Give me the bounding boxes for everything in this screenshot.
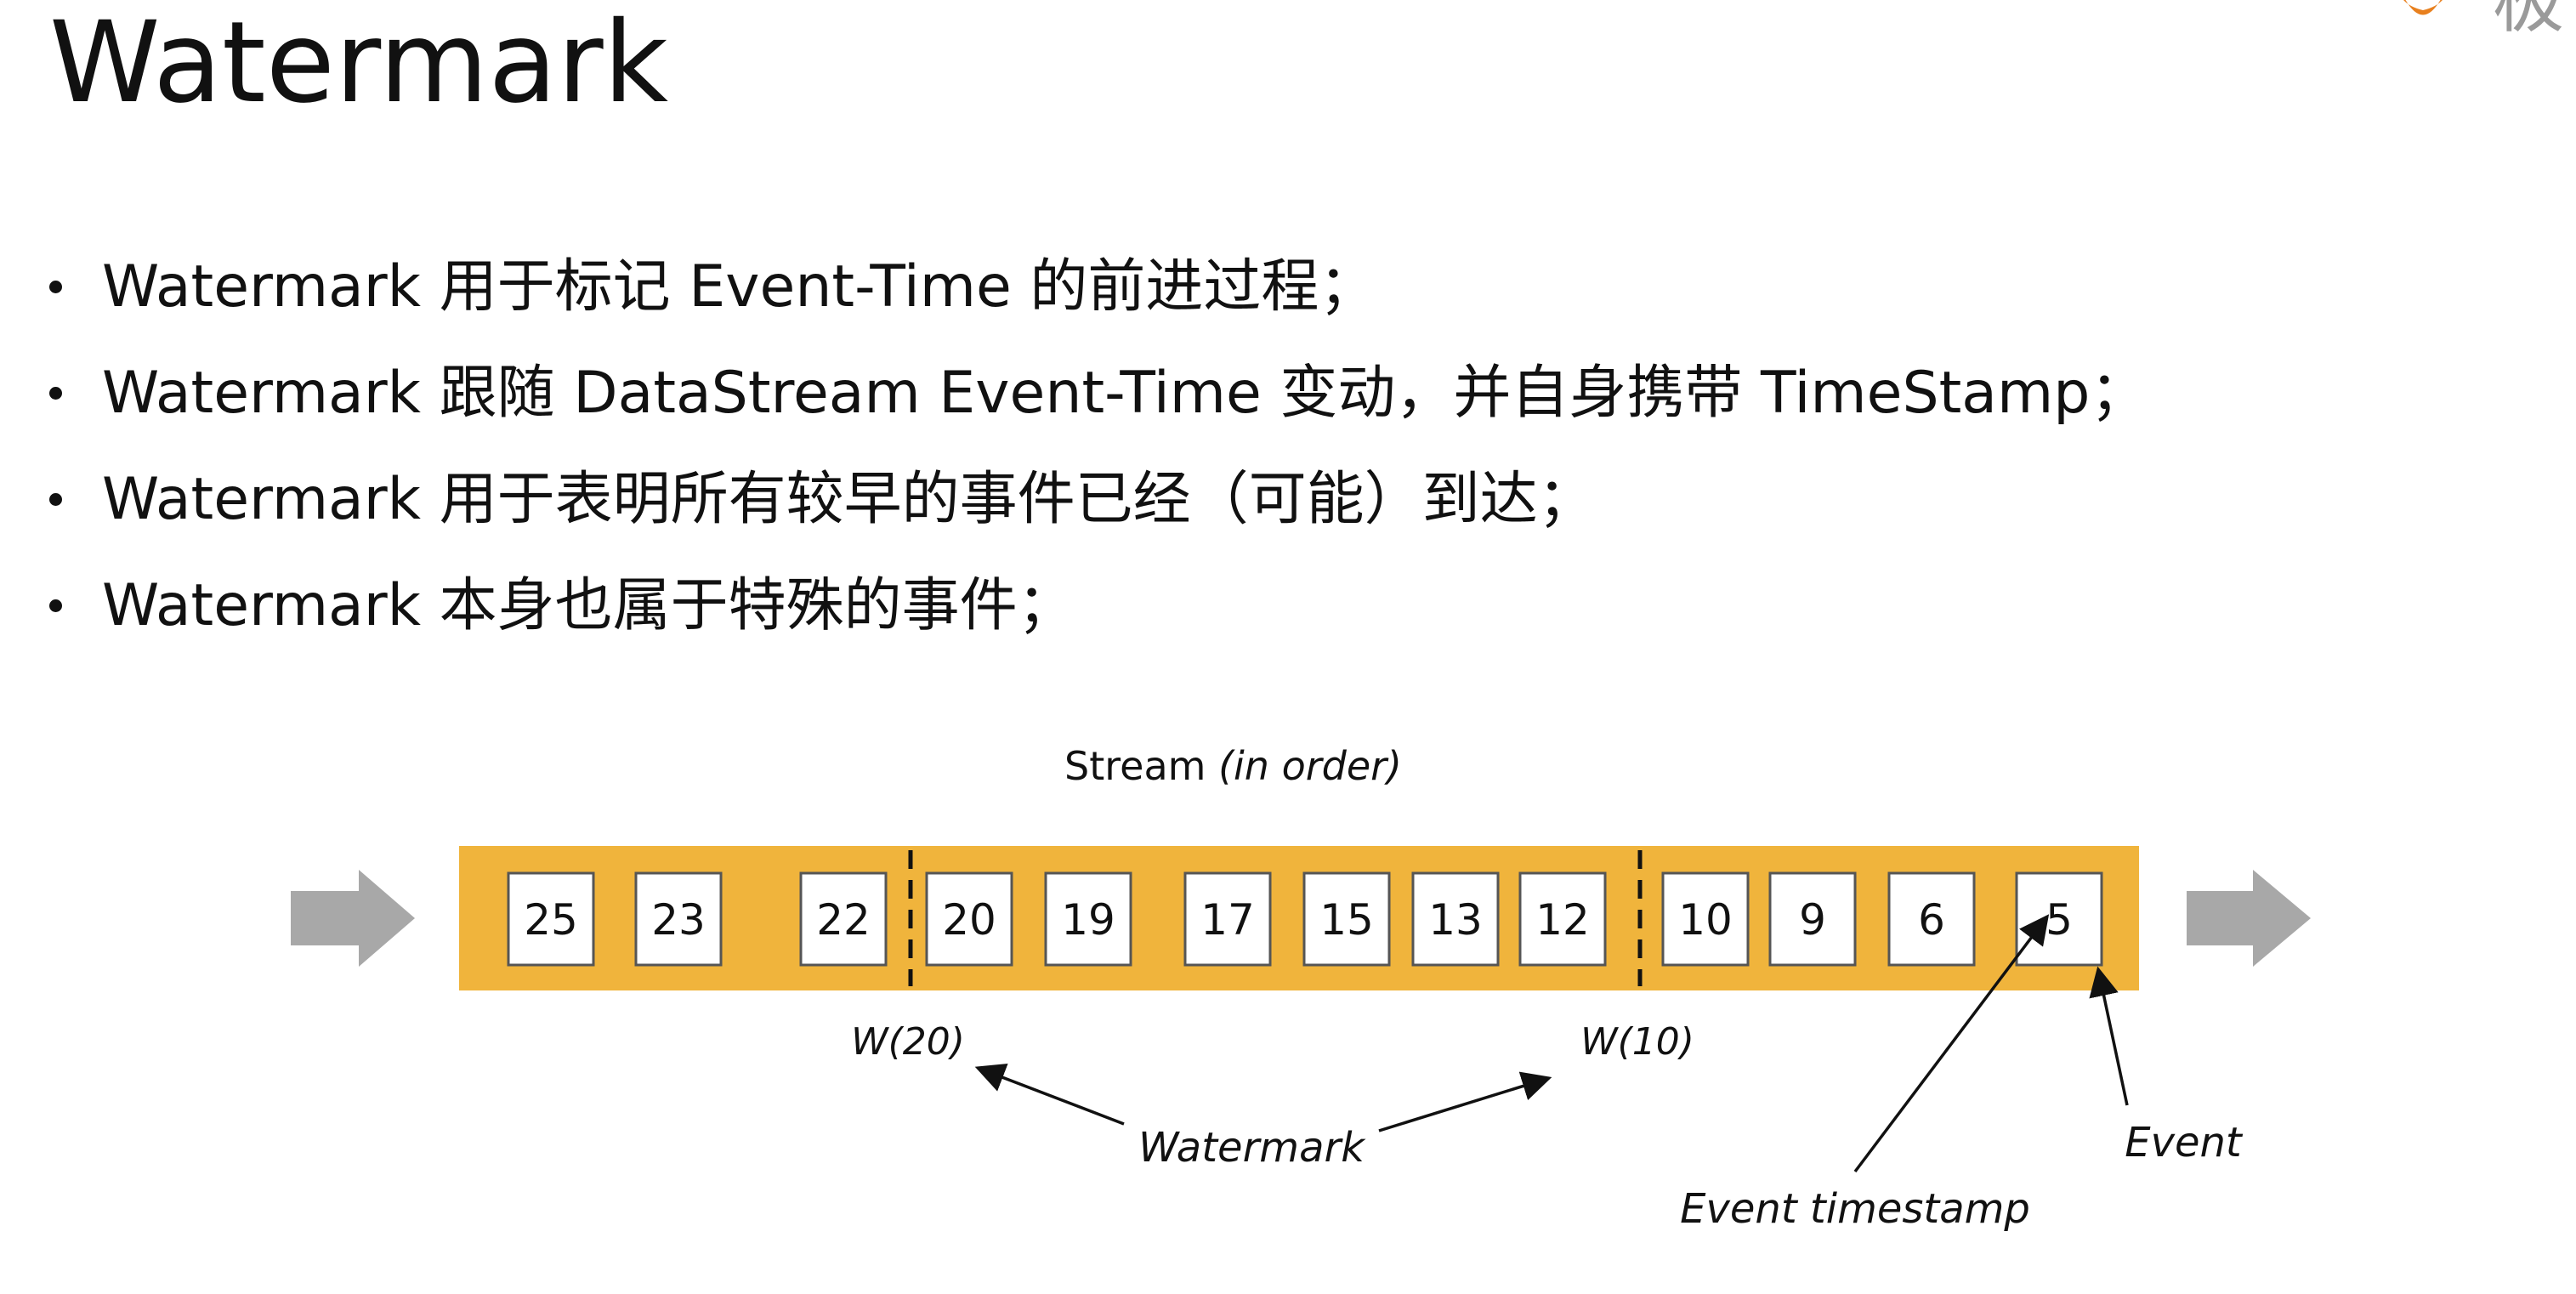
event-box: 23 bbox=[634, 871, 723, 967]
event-caption: Event bbox=[2125, 1119, 2244, 1166]
event-box: 17 bbox=[1183, 871, 1272, 967]
event-box-label: 6 bbox=[1918, 895, 1945, 945]
event-box-label: 12 bbox=[1535, 895, 1590, 945]
bullet-text: Watermark 用于表明所有较早的事件已经（可能）到达； bbox=[102, 466, 1596, 533]
bullet-text: Watermark 用于标记 Event-Time 的前进过程； bbox=[102, 253, 1377, 321]
output-arrow bbox=[2187, 870, 2311, 967]
event-box: 9 bbox=[1768, 871, 1857, 967]
logo-mark bbox=[2403, 0, 2443, 15]
event-box: 6 bbox=[1887, 871, 1976, 967]
event-box: 15 bbox=[1302, 871, 1391, 967]
stream-band bbox=[459, 846, 2139, 990]
stream-label-main: Stream bbox=[1064, 743, 1206, 789]
bullet-text: Watermark 跟随 DataStream Event-Time 变动，并自… bbox=[102, 360, 2148, 427]
event-box: 5 bbox=[2015, 871, 2103, 967]
event-box-label: 25 bbox=[524, 895, 578, 945]
event-box: 20 bbox=[925, 871, 1013, 967]
event-box-frame bbox=[1768, 871, 1857, 967]
watermark-label-10: W(10) bbox=[1580, 1020, 1694, 1064]
event-box-label: 20 bbox=[942, 895, 996, 945]
event-box-label: 5 bbox=[2045, 895, 2073, 945]
event-box-frame bbox=[634, 871, 723, 967]
event-box-frame bbox=[799, 871, 888, 967]
event-pointer bbox=[2089, 966, 2129, 1106]
event-timestamp-pointer bbox=[1853, 914, 2050, 1173]
page-title: Watermark bbox=[49, 0, 669, 128]
event-box-label: 22 bbox=[816, 895, 871, 945]
event-box-frame bbox=[1887, 871, 1976, 967]
event-box-label: 15 bbox=[1319, 895, 1374, 945]
bullet-dot bbox=[49, 599, 62, 612]
watermark-caption: Watermark bbox=[1138, 1124, 1366, 1172]
watermark-pointer-right bbox=[1378, 1071, 1552, 1132]
event-box: 13 bbox=[1411, 871, 1500, 967]
bullet-dot bbox=[49, 281, 62, 293]
event-box-frame bbox=[925, 871, 1013, 967]
event-box-frame bbox=[1183, 871, 1272, 967]
event-box-label: 9 bbox=[1799, 895, 1826, 945]
event-box-frame bbox=[1661, 871, 1750, 967]
bullet-dot bbox=[49, 493, 62, 506]
bullet-text: Watermark 本身也属于特殊的事件； bbox=[102, 572, 1075, 639]
event-box-frame bbox=[1302, 871, 1391, 967]
event-box-frame bbox=[1411, 871, 1500, 967]
watermark-pointer-left bbox=[974, 1063, 1125, 1126]
event-box: 25 bbox=[507, 871, 595, 967]
event-box-frame bbox=[1518, 871, 1607, 967]
event-box-label: 10 bbox=[1678, 895, 1733, 945]
event-box-frame bbox=[507, 871, 595, 967]
bullet-dot bbox=[49, 387, 62, 400]
watermark-label-20: W(20) bbox=[851, 1020, 965, 1064]
event-box: 22 bbox=[799, 871, 888, 967]
event-box-label: 19 bbox=[1061, 895, 1115, 945]
event-box-frame bbox=[1044, 871, 1132, 967]
stream-label-note: (in order) bbox=[1218, 743, 1402, 789]
event-box: 10 bbox=[1661, 871, 1750, 967]
event-boxes: 25 23 22 20 19 17 15 13 12 10 9 6 5 bbox=[507, 871, 2103, 967]
event-box-label: 17 bbox=[1200, 895, 1255, 945]
event-box-label: 23 bbox=[651, 895, 706, 945]
event-box: 12 bbox=[1518, 871, 1607, 967]
stream-label: Stream (in order) bbox=[1064, 743, 1402, 789]
input-arrow bbox=[291, 870, 415, 967]
event-box: 19 bbox=[1044, 871, 1132, 967]
logo: 极 bbox=[2403, 0, 2564, 43]
event-timestamp-caption: Event timestamp bbox=[1680, 1185, 2030, 1233]
logo-text: 极 bbox=[2493, 0, 2564, 43]
event-box-label: 13 bbox=[1428, 895, 1483, 945]
